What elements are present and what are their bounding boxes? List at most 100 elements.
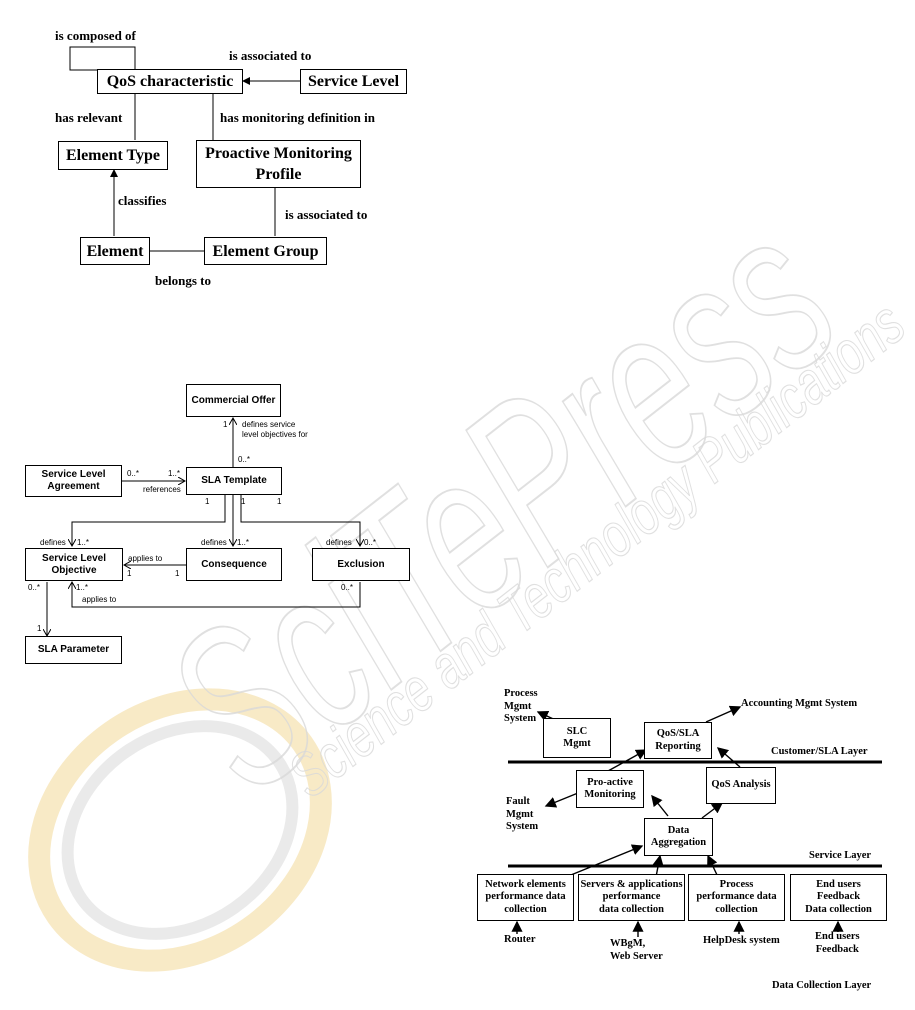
exclusion-box: Exclusion: [312, 548, 410, 581]
applies-one-a-label: 1: [127, 569, 132, 578]
sla-agreement-line-2: Agreement: [47, 481, 100, 492]
qos-sla-line-2: Reporting: [655, 740, 701, 752]
references-label: references: [143, 485, 181, 494]
process-performance-box: Process performance data collection: [688, 874, 785, 921]
data-aggregation-box: Data Aggregation: [644, 818, 713, 856]
slo-line-2: Objective: [51, 564, 97, 576]
network-line-3: collection: [504, 903, 547, 915]
analysis-to-qos-arrow: [716, 747, 741, 768]
profile-line-1: Proactive Monitoring: [205, 145, 352, 162]
qos-sla-reporting-box: QoS/SLA Reporting: [644, 722, 712, 759]
sla-template-box: SLA Template: [186, 467, 282, 495]
belongs-to-label: belongs to: [155, 273, 211, 288]
defines-exclusion-label: defines: [326, 538, 352, 547]
wbgm-web-server-label: WBgM, Web Server: [610, 938, 663, 963]
end-users-feedback-box: End users Feedback Data collection: [790, 874, 887, 921]
slo-mult-label: 1..*: [77, 538, 90, 547]
proactive-monitoring-profile-box: Proactive Monitoring Profile: [196, 140, 361, 188]
end-users-line-3: Data collection: [805, 903, 872, 915]
fault-mgmt-line-1: Fault: [506, 796, 530, 807]
eu-feedback-line-2: Feedback: [815, 943, 859, 955]
defines-service-label: defines service level objectives for: [242, 420, 308, 440]
exclusion-mult-low-label: 0..*: [341, 583, 354, 592]
proactive-line-2: Monitoring: [584, 789, 636, 800]
sla-agreement-line-1: Service Level: [41, 469, 106, 480]
data-agg-line-1: Data: [667, 824, 690, 836]
qos-characteristic-box: QoS characteristic: [97, 69, 243, 94]
sla-parameter-box: SLA Parameter: [25, 636, 122, 664]
slo-line-1: Service Level: [42, 552, 106, 564]
qos-analysis-box: QoS Analysis: [706, 767, 776, 804]
applies-one-b-label: 1: [175, 569, 180, 578]
servers-to-agg-arrow: [652, 854, 664, 878]
defines-service-line-1: defines service: [242, 420, 296, 429]
monitoring-definition-label: has monitoring definition in: [220, 110, 375, 125]
qos-to-accounting-arrow: [705, 705, 742, 723]
fault-mgmt-system-label: Fault Mgmt System: [506, 796, 538, 834]
template-mult-left-label: 1..*: [168, 469, 181, 478]
agg-to-proactive-arrow: [651, 794, 669, 817]
defines-consequence-label: defines: [201, 538, 227, 547]
servers-applications-box: Servers & applications performance data …: [578, 874, 685, 921]
network-line-2: performance data: [485, 891, 566, 903]
template-one-c-label: 1: [277, 497, 282, 506]
fault-mgmt-line-2: Mgmt: [506, 808, 534, 820]
servers-line-3: data collection: [598, 903, 665, 915]
helpdesk-system-label: HelpDesk system: [703, 935, 780, 946]
network-line-1: Network elements: [485, 878, 566, 890]
parameter-mult-label: 1: [37, 624, 42, 633]
end-users-feedback-label: End users Feedback: [815, 931, 860, 956]
wbgm-line-1: WBgM,: [610, 938, 646, 949]
offer-mult-label: 1: [223, 420, 228, 429]
classifies-label: classifies: [118, 193, 167, 208]
router-label: Router: [504, 934, 536, 945]
profile-line-2: Profile: [255, 166, 302, 183]
fault-mgmt-line-3: System: [506, 821, 539, 832]
commercial-offer-box: Commercial Offer: [186, 384, 281, 417]
process-line-2: performance data: [696, 891, 777, 903]
slo-mult-applies-label: 1..*: [76, 583, 89, 592]
template-one-b-label: 1: [241, 497, 246, 506]
qos-sla-line-1: QoS/SLA: [656, 728, 700, 739]
process-line-3: collection: [715, 903, 758, 915]
defines-slo-label: defines: [40, 538, 66, 547]
template-to-slo-line: [72, 495, 226, 546]
applies-to-label-1: applies to: [128, 554, 163, 563]
process-to-agg-arrow: [707, 854, 719, 878]
template-one-a-label: 1: [205, 497, 210, 506]
element-box: Element: [80, 237, 150, 265]
composed-of-label: is composed of: [55, 28, 136, 43]
proactive-to-fault-arrow: [544, 792, 579, 808]
exclusion-to-slo-line: [72, 582, 361, 608]
servers-line-1: Servers & applications: [580, 878, 683, 890]
agreement-mult-label: 0..*: [127, 469, 140, 478]
defines-service-line-2: level objectives for: [242, 430, 308, 439]
agg-to-analysis-arrow: [701, 802, 724, 819]
associated-to-label-2: is associated to: [285, 207, 368, 222]
slc-mgmt-box: SLC Mgmt: [543, 718, 611, 758]
service-level-objective-box: Service Level Objective: [25, 548, 123, 581]
service-level-box: Service Level: [300, 69, 407, 94]
customer-sla-layer-label: Customer/SLA Layer: [771, 746, 868, 757]
element-type-box: Element Type: [58, 141, 168, 170]
process-line-1: Process: [719, 878, 754, 890]
composed-self-loop: [69, 46, 136, 71]
template-to-exclusion-line: [240, 495, 360, 546]
proactive-to-qos-arrow: [607, 749, 648, 772]
data-agg-line-2: Aggregation: [650, 837, 707, 848]
data-collection-layer-label: Data Collection Layer: [772, 980, 872, 991]
servers-line-2: performance: [602, 891, 661, 903]
process-mgmt-line-1: Process: [504, 688, 538, 699]
slo-mult-low-label: 0..*: [28, 583, 41, 592]
network-to-agg-arrow: [565, 844, 644, 878]
has-relevant-label: has relevant: [55, 110, 123, 125]
slc-line-1: SLC: [566, 725, 588, 737]
service-level-agreement-box: Service Level Agreement: [25, 465, 122, 497]
end-users-line-1: End users: [816, 878, 861, 890]
associated-to-label-1: is associated to: [229, 48, 312, 63]
network-elements-box: Network elements performance data collec…: [477, 874, 574, 921]
end-users-line-2: Feedback: [816, 891, 861, 903]
consequence-mult-label: 1..*: [237, 538, 250, 547]
